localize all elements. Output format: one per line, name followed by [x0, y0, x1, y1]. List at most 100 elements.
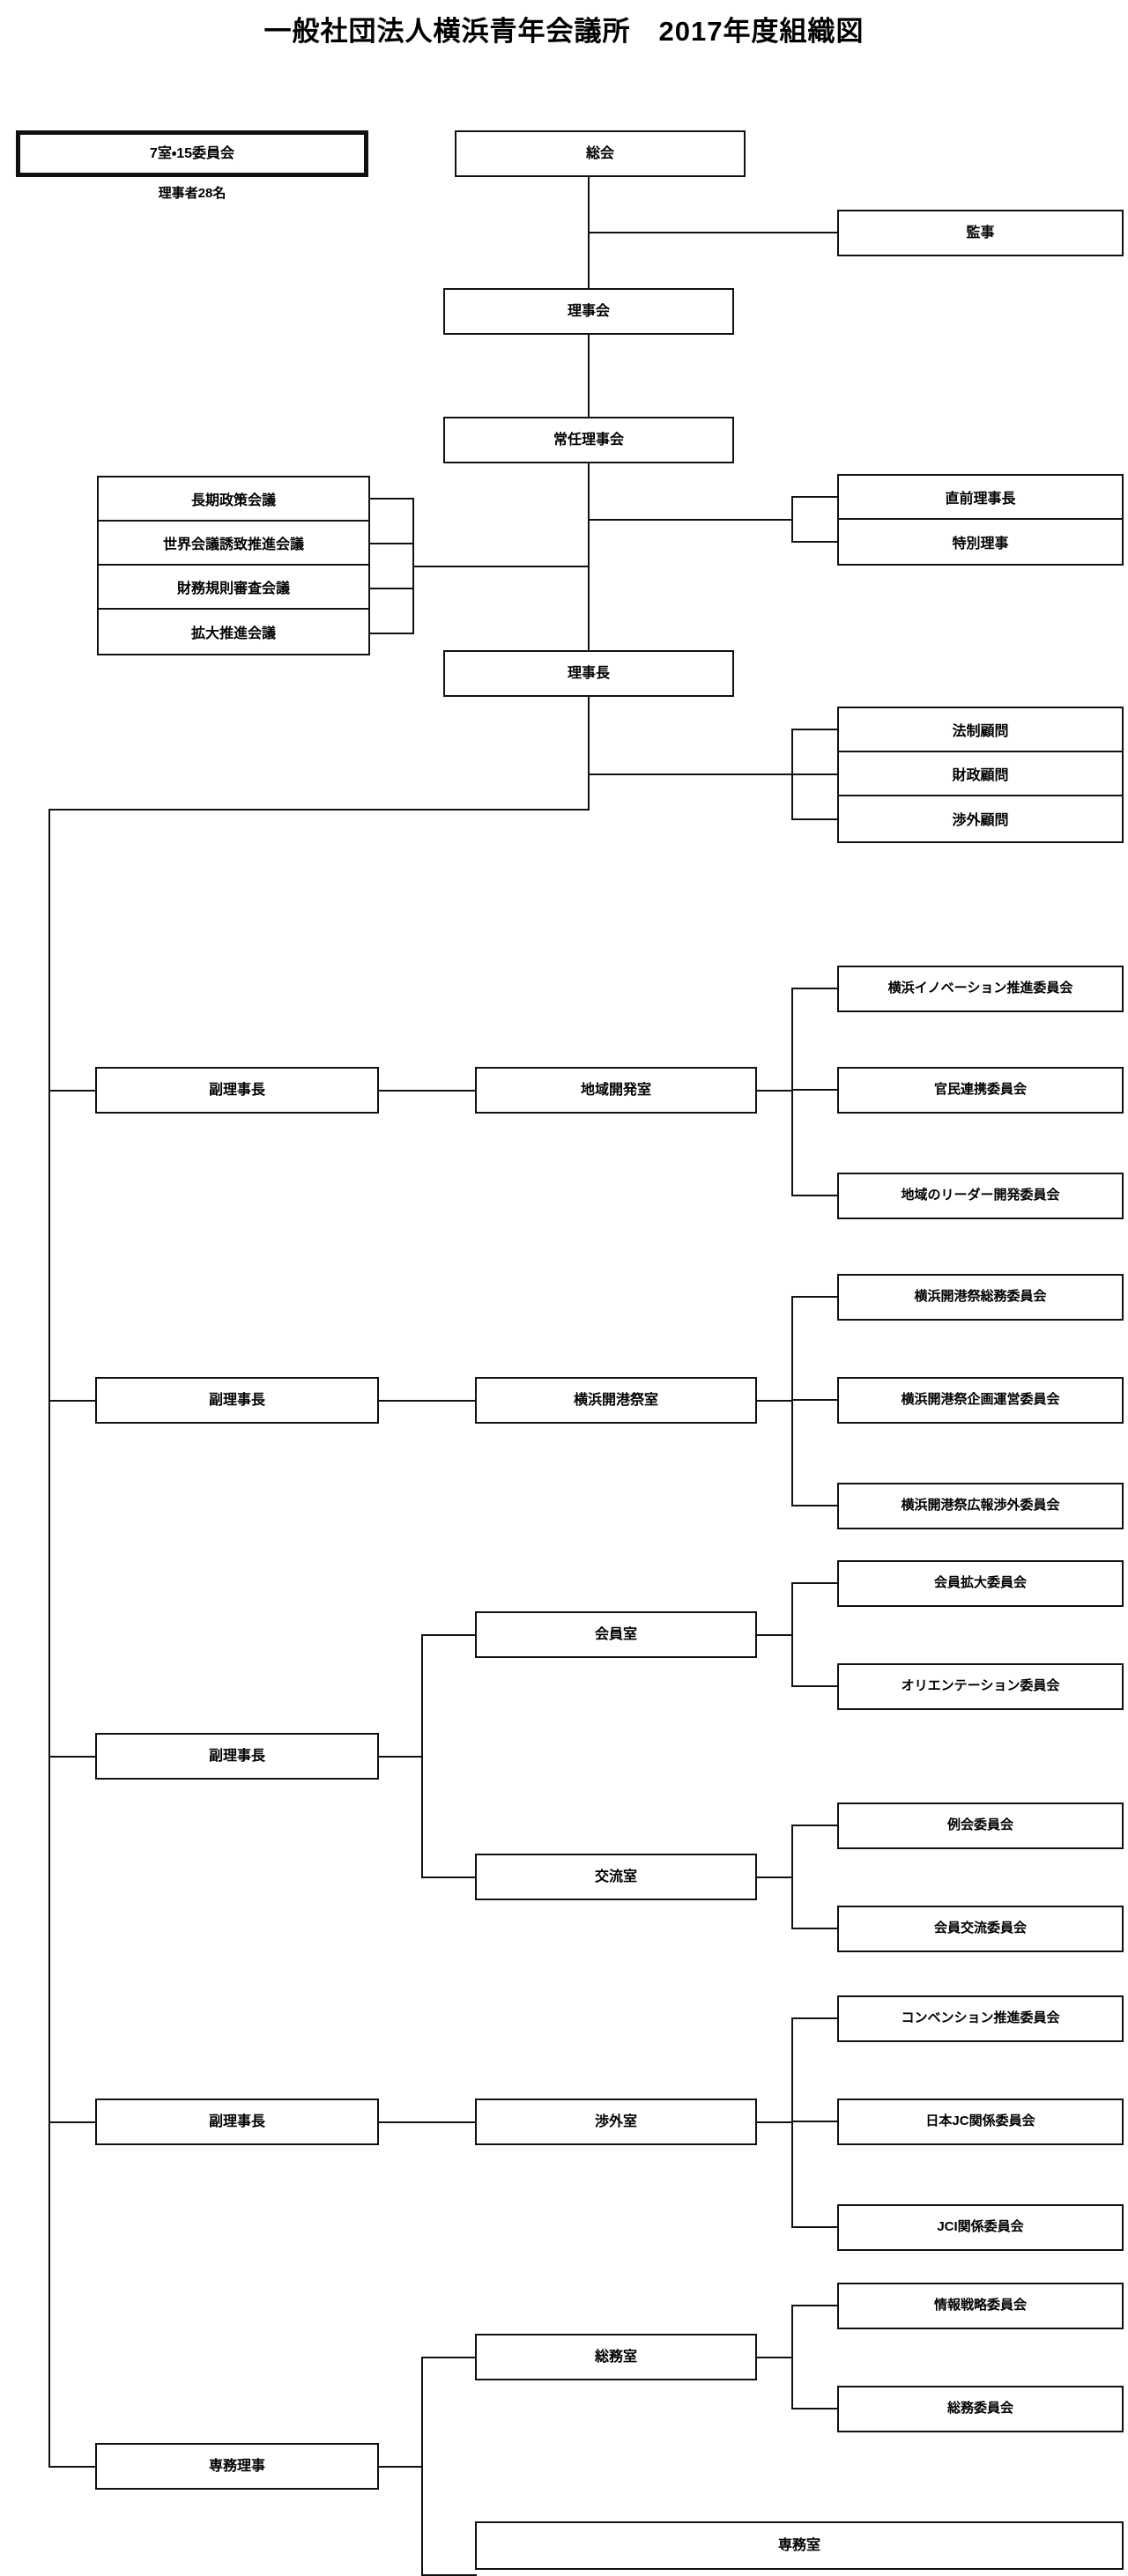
council-stub [368, 633, 414, 634]
node-committee: オリエンテーション委員会 [837, 1663, 1124, 1710]
node-committee: 会員交流委員会 [837, 1906, 1124, 1952]
node-committee: 官民連携委員会 [837, 1067, 1124, 1114]
council-item: 財務規則審査会議 [99, 566, 368, 610]
committee-stub [791, 988, 839, 989]
md-stub-top [421, 2357, 477, 2358]
node-room-soumu: 総務室 [475, 2334, 757, 2380]
advisor-item: 法制顧問 [839, 708, 1122, 752]
main-left-spine [48, 809, 50, 2467]
node-committee: 会員拡大委員会 [837, 1560, 1124, 1607]
node-room-kaikousai: 横浜開港祭室 [475, 1377, 757, 1424]
node-committee: 地域のリーダー開発委員会 [837, 1173, 1124, 1219]
committee-stub [791, 1195, 839, 1196]
committee-stub [791, 2226, 839, 2228]
kaiin-bracket-trunk [791, 1582, 793, 1686]
node-committee: 横浜開港祭総務委員会 [837, 1274, 1124, 1321]
officer-to-spine [588, 519, 793, 521]
summary-caption: 理事者28名 [158, 186, 226, 201]
node-committee: コンベンション推進委員会 [837, 1995, 1124, 2042]
line-vp4-to-room [377, 2121, 477, 2123]
committee-stub [791, 2017, 839, 2019]
node-room-senmu: 専務室 [475, 2521, 1124, 2570]
summary-box: 7室・15委員会 [16, 130, 368, 177]
committee-stub [791, 2305, 839, 2306]
committee-stub [791, 1505, 839, 1506]
line-board-to-standing [588, 334, 590, 418]
node-auditor: 監事 [837, 210, 1124, 256]
node-committee: 情報戦略委員会 [837, 2283, 1124, 2329]
line-room-koryu-out [755, 1876, 793, 1878]
council-stub [368, 498, 414, 500]
node-committee: 例会委員会 [837, 1802, 1124, 1849]
spine-stub-branch-4 [48, 2121, 97, 2123]
line-room-to-committees-4 [755, 2121, 793, 2123]
spine-stub-branch-5 [48, 2466, 97, 2468]
officer-item: 直前理事長 [839, 476, 1122, 520]
spine-stub-branch-3 [48, 1756, 97, 1758]
node-vice-president-4: 副理事長 [95, 2099, 379, 2145]
vp3-stub-top [421, 1634, 477, 1636]
advisor-item: 財政顧問 [839, 752, 1122, 796]
vp3-stub-bottom [421, 1876, 477, 1878]
officer-stub [791, 541, 839, 543]
advisor-stub [791, 818, 839, 820]
advisor-stub [791, 774, 839, 775]
officer-stack: 直前理事長 特別理事 [837, 474, 1124, 566]
committee-stub [791, 1928, 839, 1929]
line-room-to-committees-1 [755, 1090, 793, 1092]
line-vp3-out [377, 1756, 423, 1758]
node-committee: 横浜開港祭企画運営委員会 [837, 1377, 1124, 1424]
page-title: 一般社団法人横浜青年会議所 2017年度組織図 [263, 16, 865, 47]
node-vice-president-2: 副理事長 [95, 1377, 379, 1424]
node-room-chiiki: 地域開発室 [475, 1067, 757, 1114]
advisor-to-spine [588, 774, 793, 775]
council-stub [368, 543, 414, 544]
officer-stub [791, 496, 839, 498]
line-room-to-committees-2 [755, 1400, 793, 1402]
koryu-bracket-trunk [791, 1825, 793, 1928]
advisor-item: 渉外顧問 [952, 813, 1009, 828]
node-president: 理事長 [443, 650, 734, 697]
node-general-meeting: 総会 [455, 130, 746, 177]
md-bracket-trunk [421, 2357, 423, 2576]
line-vp1-to-room [377, 1090, 477, 1092]
advisor-stack: 法制顧問 財政顧問 渉外顧問 [837, 707, 1124, 843]
node-committee: 横浜イノベーション推進委員会 [837, 966, 1124, 1012]
node-room-kaiin: 会員室 [475, 1611, 757, 1658]
node-vice-president-3: 副理事長 [95, 1733, 379, 1780]
node-board: 理事会 [443, 288, 734, 335]
committee-stub [791, 1825, 839, 1826]
council-item: 世界会議誘致推進会議 [99, 522, 368, 566]
officer-item: 特別理事 [952, 537, 1009, 551]
line-president-down [588, 696, 590, 811]
committee-stub [791, 1582, 839, 1584]
committee-stub [791, 1089, 839, 1091]
committee-stub [791, 2408, 839, 2409]
line-md-out [377, 2466, 423, 2468]
advisor-stub [791, 729, 839, 730]
spine-stub-branch-2 [48, 1400, 97, 1402]
node-standing-board: 常任理事会 [443, 417, 734, 463]
node-committee: JCI関係委員会 [837, 2204, 1124, 2251]
vp3-bracket-trunk [421, 1634, 423, 1877]
line-board-to-auditor [588, 232, 839, 233]
spine-stub-branch-1 [48, 1090, 97, 1092]
node-committee: 横浜開港祭広報渉外委員会 [837, 1483, 1124, 1529]
committee-stub [791, 2121, 839, 2122]
node-committee: 日本JC関係委員会 [837, 2099, 1124, 2145]
council-stub [368, 588, 414, 589]
council-to-spine [412, 566, 589, 567]
council-item: 拡大推進会議 [190, 626, 276, 641]
line-standing-to-president [588, 463, 590, 652]
node-managing-director: 専務理事 [95, 2443, 379, 2490]
node-committee: 総務委員会 [837, 2386, 1124, 2432]
node-room-shogai: 渉外室 [475, 2099, 757, 2145]
node-vice-president-1: 副理事長 [95, 1067, 379, 1114]
line-room-soumu-out [755, 2357, 793, 2358]
committee-bracket-trunk-1 [791, 988, 793, 1195]
line-vp2-to-room [377, 1400, 477, 1402]
committee-stub [791, 1399, 839, 1401]
line-president-to-left-spine [48, 809, 590, 811]
council-item: 長期政策会議 [99, 477, 368, 522]
